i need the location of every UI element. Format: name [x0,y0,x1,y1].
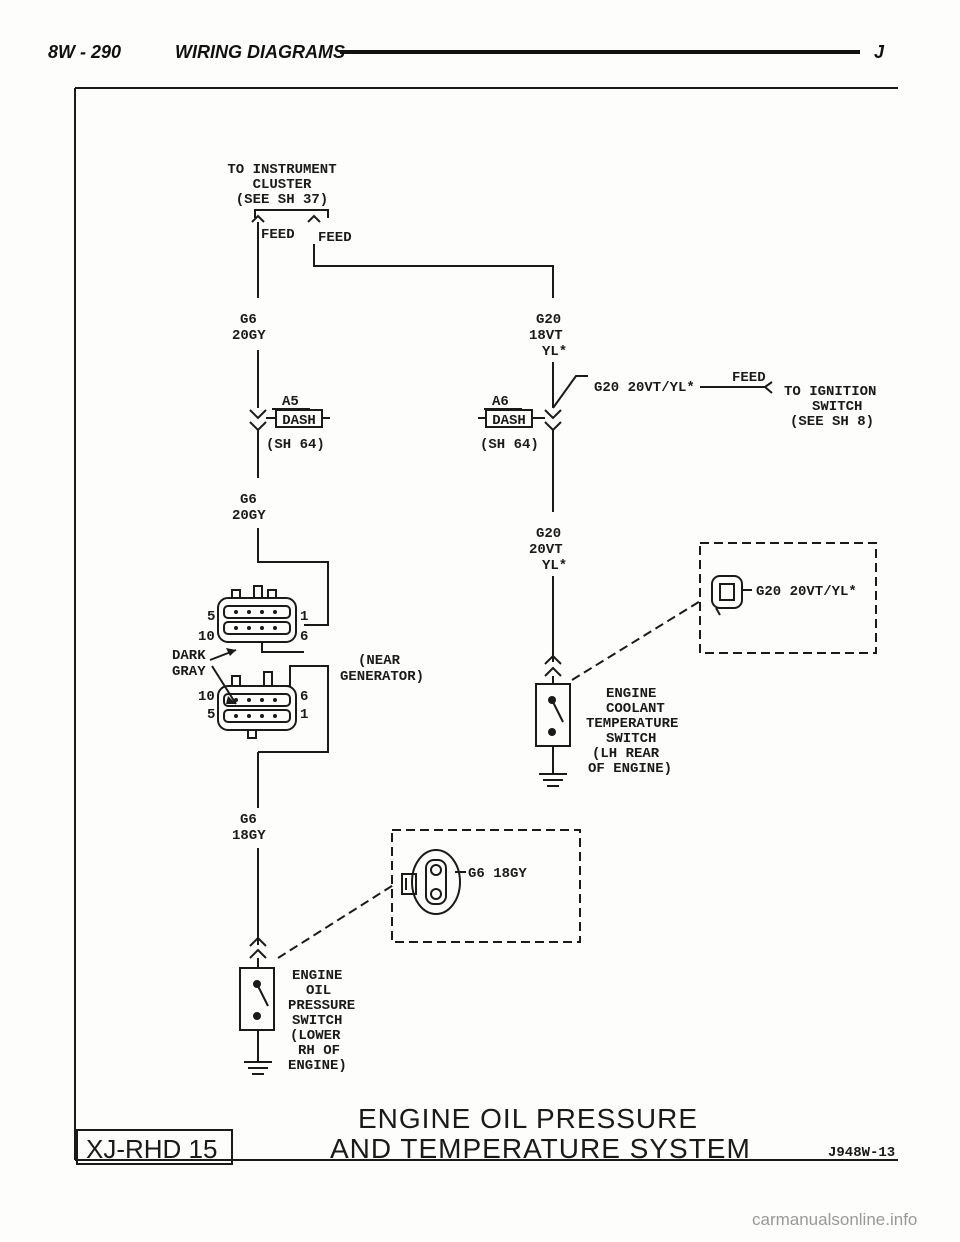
g20-mid-gauge: 20VT [529,542,563,558]
page-code: XJ-RHD 15 [86,1134,217,1164]
g20-mid-color: YL* [542,558,567,574]
cluster-label-2: CLUSTER [253,177,312,193]
oil-view-label: G6 18GY [468,866,527,882]
footer-title-line-1: ENGINE OIL PRESSURE [358,1103,698,1134]
generator-connector-lower [217,665,329,753]
pin-10-upper: 10 [198,629,215,645]
coolant-connector-face [711,575,743,616]
a5-pin-symbol [249,409,267,432]
g20-top-gauge: 18VT [529,328,563,344]
coolant-switch-arm [551,699,564,723]
g6-top-gauge: 20GY [232,328,266,344]
feed-left-label: FEED [261,227,295,243]
oil-switch-label-3: PRESSURE [288,998,355,1014]
oil-switch-label-4: SWITCH [292,1013,342,1029]
gray-label: GRAY [172,664,206,680]
near-label-2: GENERATOR) [340,669,424,685]
oil-switch-contact-bottom [253,1012,261,1020]
g6-mid-code: G6 [240,492,257,508]
header-page-number: 8W - 290 [48,42,121,62]
pin-1-upper: 1 [300,609,308,625]
pin-6-lower: 6 [300,689,308,705]
coolant-switch-label-6: OF ENGINE) [588,761,672,777]
coolant-switch-terminal [544,654,562,677]
coolant-ground-icon [539,773,567,787]
pin-10-lower: 10 [198,689,215,705]
cluster-pin-left [251,214,265,223]
ignition-feed-label: FEED [732,370,766,386]
coolant-temperature-switch [535,683,571,747]
ignition-branch [552,375,588,409]
oil-view-leader [277,883,396,959]
header-title: WIRING DIAGRAMS [175,42,345,62]
cluster-label-1: TO INSTRUMENT [227,162,336,178]
coolant-switch-label-1: ENGINE [606,686,656,702]
g20-top-code: G20 [536,312,561,328]
feed-right-label: FEED [318,230,352,246]
cluster-bracket [254,209,329,218]
cluster-pin-right [307,214,321,223]
coolant-view-label: G20 20VT/YL* [756,584,857,600]
oil-switch-label-6: RH OF [298,1043,340,1059]
upper-connector-lead [261,642,304,653]
coolant-switch-label-4: SWITCH [606,731,656,747]
coolant-switch-contact-bottom [548,728,556,736]
generator-connector-upper [217,585,297,643]
oil-switch-label-7: ENGINE) [288,1058,347,1074]
a5-label: A5 [282,394,299,410]
oil-connector-face [401,849,461,915]
header-section-letter: J [874,42,885,62]
g20-wire-top [313,244,554,298]
g6-low-code: G6 [240,812,257,828]
cluster-label-3: (SEE SH 37) [236,192,328,208]
coolant-switch-label-3: TEMPERATURE [586,716,678,732]
a6-label: A6 [492,394,509,410]
oil-switch-arm [256,983,269,1007]
oil-switch-label-1: ENGINE [292,968,342,984]
oil-switch-label-5: (LOWER [290,1028,341,1044]
pin-1-lower: 1 [300,707,308,723]
g20-top-color: YL* [542,344,567,360]
figure-number: J948W-13 [828,1145,895,1161]
g6-low-gauge: 18GY [232,828,266,844]
oil-connector-view-box [391,829,581,943]
oil-switch-terminal [249,936,267,959]
g20-mid-code: G20 [536,526,561,542]
g6-mid-gauge: 20GY [232,508,266,524]
sh64-label-a6: (SH 64) [480,437,539,453]
oil-switch-label-2: OIL [306,983,331,999]
splice-wire-label: G20 20VT/YL* [594,380,695,396]
oil-ground-icon [244,1061,272,1075]
g6-wire-route-to-connector [257,528,329,626]
near-label-1: (NEAR [358,653,401,669]
dark-label: DARK [172,648,206,664]
dash-label-a6: DASH [492,413,526,429]
pin-6-upper: 6 [300,629,308,645]
pin-5-upper: 5 [207,609,215,625]
a6-pin-symbol [544,409,562,432]
coolant-switch-label-2: COOLANT [606,701,665,717]
watermark: carmanualsonline.info [752,1210,917,1229]
page-code-box [76,1129,233,1165]
sh64-label-a5: (SH 64) [266,437,325,453]
coolant-view-leader [571,599,703,681]
ignition-label-2: SWITCH [812,399,862,415]
g6-top-code: G6 [240,312,257,328]
pin-5-lower: 5 [207,707,215,723]
coolant-connector-view-box [699,542,877,654]
dash-label-a5: DASH [282,413,316,429]
ignition-label-1: TO IGNITION [784,384,876,400]
ignition-pin-symbol [764,381,773,394]
coolant-switch-label-5: (LH REAR [592,746,660,762]
ignition-label-3: (SEE SH 8) [790,414,874,430]
oil-pressure-switch [239,967,275,1031]
footer-title-line-2: AND TEMPERATURE SYSTEM [330,1133,751,1164]
